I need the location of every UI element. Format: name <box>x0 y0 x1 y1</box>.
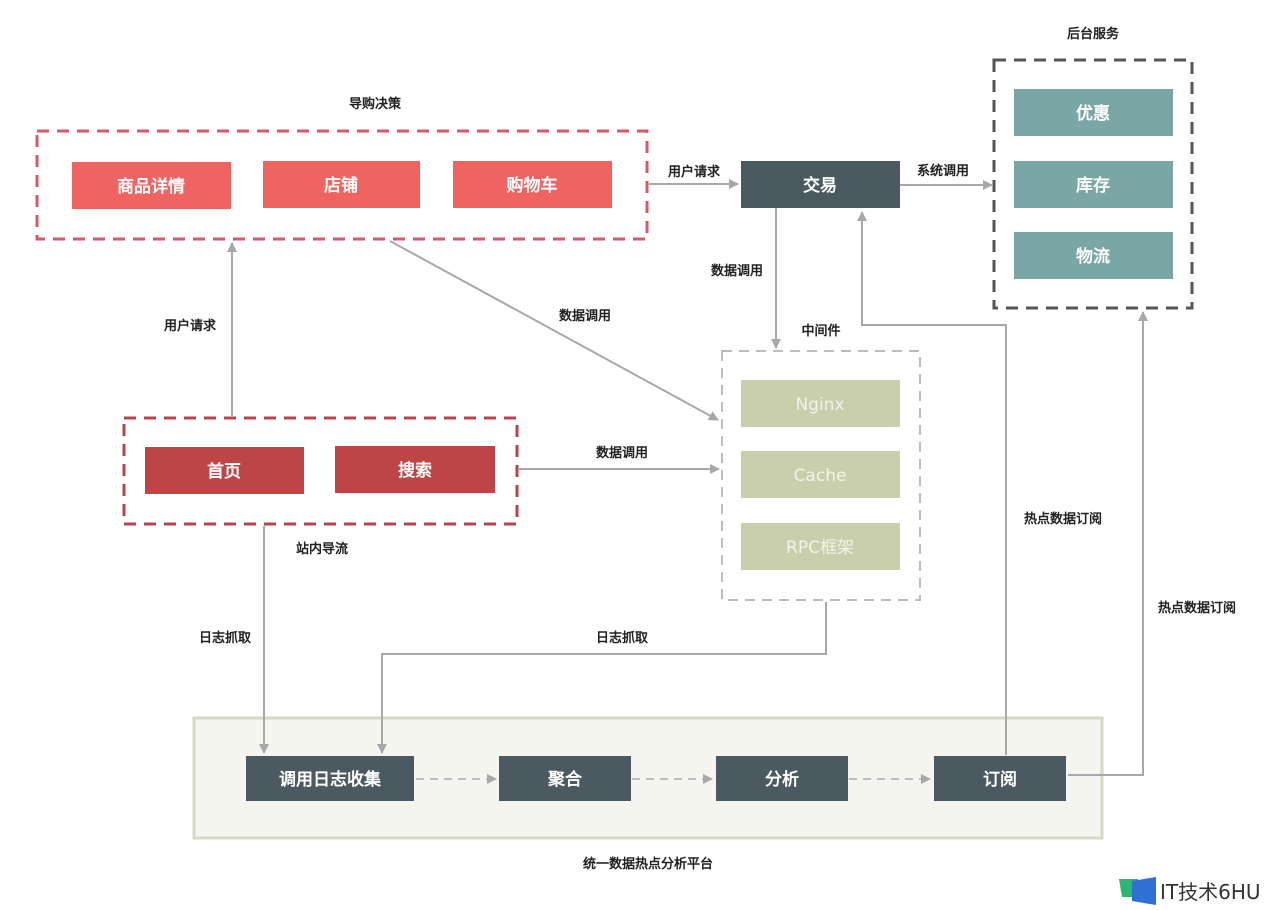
site-traffic-title: 站内导流 <box>296 541 348 557</box>
backend-services-group <box>992 58 1194 310</box>
shopping-decision-group <box>35 129 649 241</box>
backend-services-title: 后台服务 <box>1067 26 1120 42</box>
node-product-detail-label: 商品详情 <box>117 176 185 197</box>
node-aggregate[interactable]: 聚合 <box>499 756 631 801</box>
edge-label-hot-sub-backend: 热点数据订阅 <box>1158 600 1236 616</box>
node-inventory-label: 库存 <box>1076 175 1110 196</box>
platform-title: 统一数据热点分析平台 <box>583 856 713 872</box>
node-search-label: 搜索 <box>398 460 432 481</box>
edge-label-user-request-top: 用户请求 <box>667 164 721 180</box>
edge-hot-sub-trade <box>857 211 1007 755</box>
node-coupon[interactable]: 优惠 <box>1014 89 1173 136</box>
node-logistics[interactable]: 物流 <box>1014 232 1173 279</box>
node-inventory[interactable]: 库存 <box>1014 161 1173 208</box>
edge-data-call-diagonal <box>389 240 719 421</box>
middleware-group <box>721 350 921 601</box>
node-analyze[interactable]: 分析 <box>716 756 848 801</box>
node-cache-label: Cache <box>794 466 847 486</box>
node-aggregate-label: 聚合 <box>547 769 583 790</box>
node-product-detail[interactable]: 商品详情 <box>72 162 231 209</box>
node-cache[interactable]: Cache <box>741 451 900 498</box>
node-coupon-label: 优惠 <box>1076 103 1110 124</box>
node-logistics-label: 物流 <box>1076 246 1110 267</box>
edge-log-capture-mid <box>377 602 827 754</box>
node-rpc[interactable]: RPC框架 <box>741 523 900 570</box>
middleware-title: 中间件 <box>801 323 840 339</box>
node-homepage[interactable]: 首页 <box>145 447 304 494</box>
node-rpc-label: RPC框架 <box>786 538 854 558</box>
watermark: IT技术6HU <box>1119 877 1261 905</box>
edge-label-data-call-diagonal: 数据调用 <box>559 308 611 324</box>
node-log-collect[interactable]: 调用日志收集 <box>246 756 414 801</box>
node-cart-label: 购物车 <box>507 175 558 196</box>
watermark-logo-icon <box>1119 877 1156 905</box>
node-nginx[interactable]: Nginx <box>741 380 900 427</box>
node-store-label: 店铺 <box>324 175 358 196</box>
node-search[interactable]: 搜索 <box>335 446 495 493</box>
edge-label-system-call: 系统调用 <box>917 163 969 179</box>
node-subscribe-label: 订阅 <box>983 769 1017 790</box>
site-traffic-group <box>122 416 519 526</box>
edge-label-log-capture-mid: 日志抓取 <box>596 630 649 646</box>
edge-label-log-capture-left: 日志抓取 <box>199 630 252 646</box>
edge-label-data-call-mid: 数据调用 <box>596 445 648 461</box>
edge-label-user-request-left: 用户请求 <box>163 318 217 334</box>
node-homepage-label: 首页 <box>207 461 241 482</box>
node-analyze-label: 分析 <box>765 769 799 790</box>
node-trade-label: 交易 <box>803 175 837 196</box>
edge-label-data-call-trade: 数据调用 <box>711 263 763 279</box>
edge-label-hot-sub-trade: 热点数据订阅 <box>1024 511 1102 527</box>
node-subscribe[interactable]: 订阅 <box>934 756 1066 801</box>
edge-hot-sub-backend <box>1068 311 1148 776</box>
watermark-text: IT技术6HU <box>1160 880 1261 904</box>
node-nginx-label: Nginx <box>795 395 844 415</box>
node-store[interactable]: 店铺 <box>263 161 420 208</box>
node-cart[interactable]: 购物车 <box>453 161 612 208</box>
node-trade[interactable]: 交易 <box>741 161 900 208</box>
node-log-collect-label: 调用日志收集 <box>279 769 382 790</box>
shopping-decision-title: 导购决策 <box>349 96 402 112</box>
